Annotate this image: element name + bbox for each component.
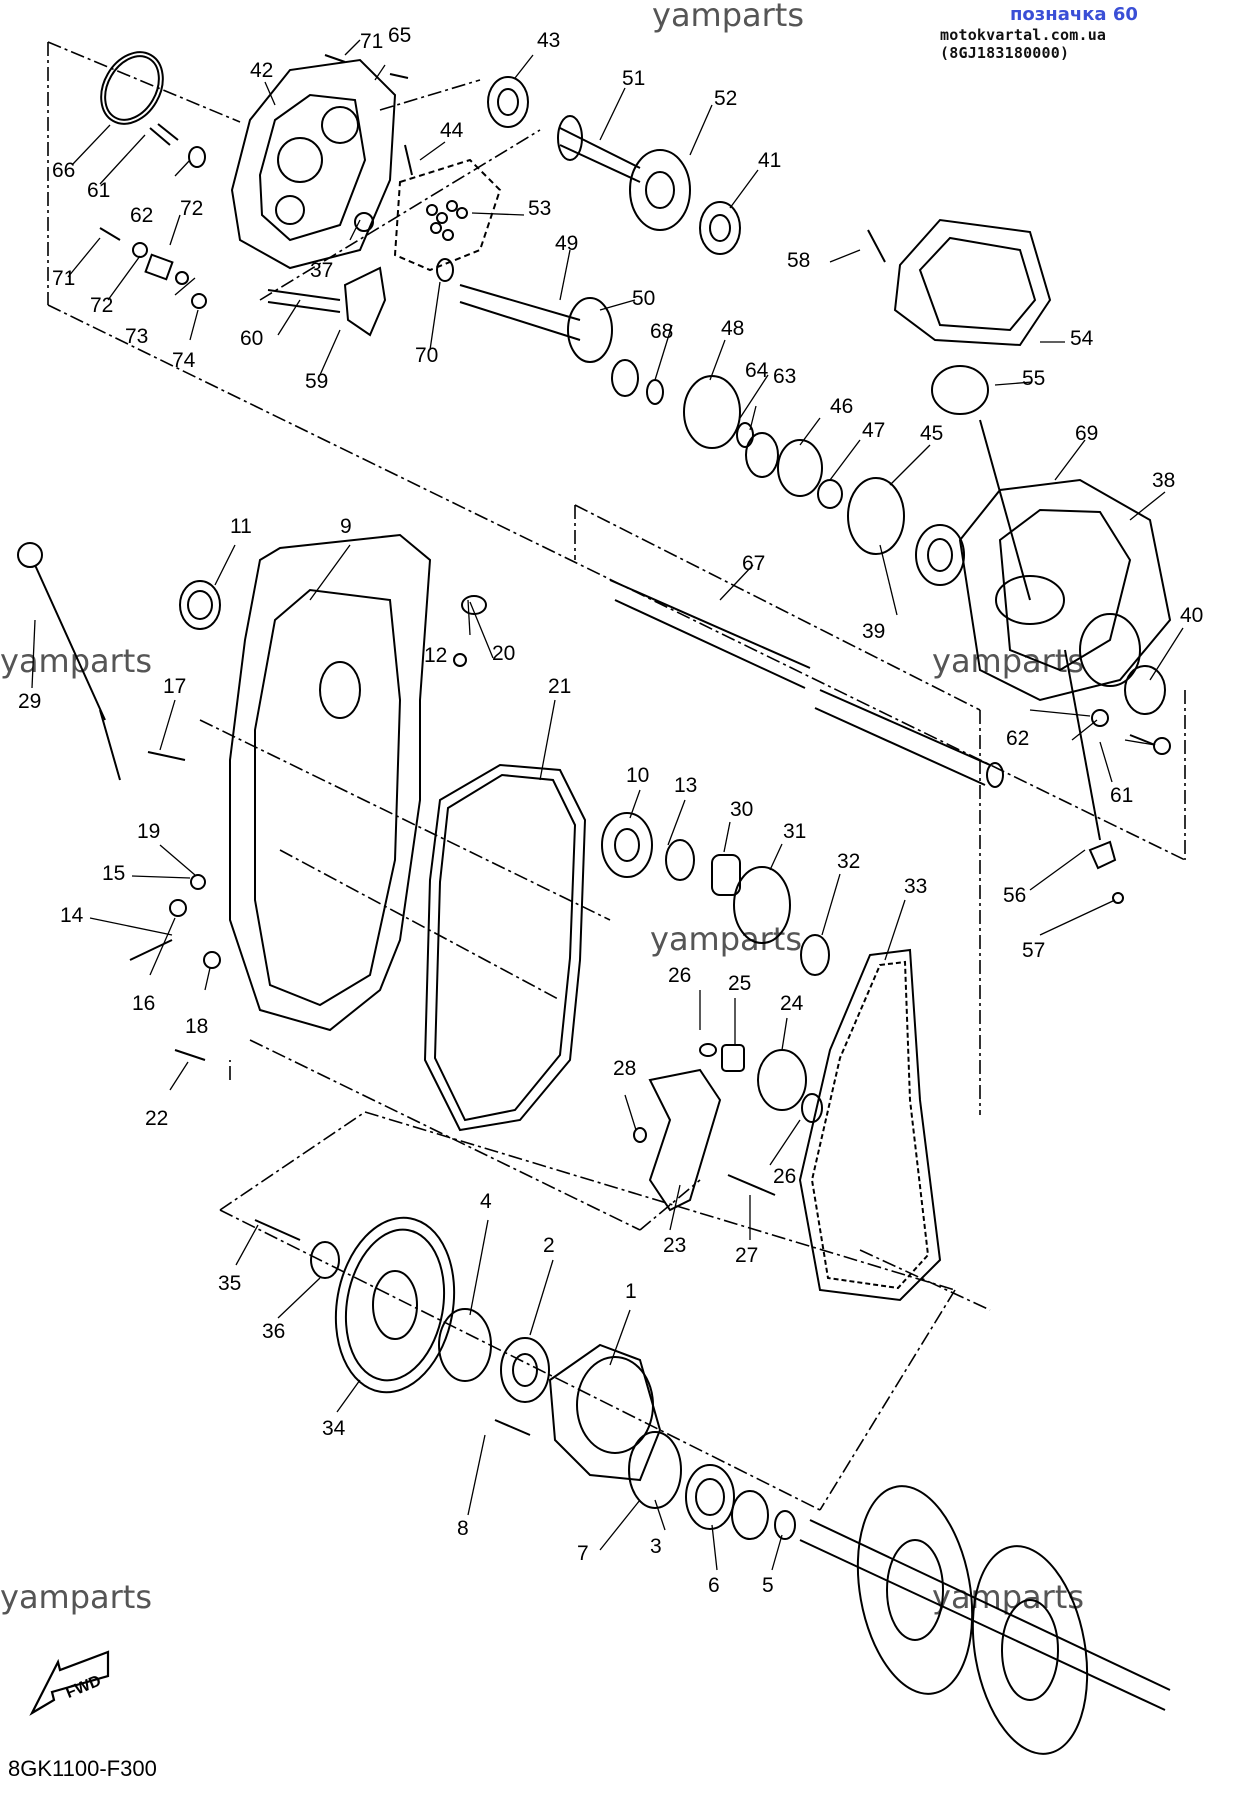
callout: 7: [577, 1542, 589, 1565]
callout: 54: [1070, 327, 1094, 350]
leader-lines: [31, 39, 1184, 1571]
callout: 5: [762, 1574, 774, 1597]
callout: 10: [626, 764, 649, 787]
callout: 41: [758, 149, 781, 172]
callout: 40: [1180, 604, 1203, 627]
callout: 70: [415, 344, 438, 367]
callout: 53: [528, 197, 551, 220]
callout: 18: [185, 1015, 208, 1038]
callout: 20: [492, 642, 515, 665]
callout: 59: [305, 370, 328, 393]
callout: 64: [745, 359, 769, 382]
callout: 60: [240, 327, 263, 350]
callout: 51: [622, 67, 645, 90]
callout: 1: [625, 1280, 637, 1303]
callout: 2: [543, 1234, 555, 1257]
callout: 46: [830, 395, 853, 418]
callout: 31: [783, 820, 806, 843]
callout: 30: [730, 798, 753, 821]
watermark: yamparts: [932, 642, 1085, 680]
callout: 50: [632, 287, 655, 310]
diagram-code: 8GK1100-F300: [8, 1756, 157, 1781]
callout: 39: [862, 620, 885, 643]
callout: 23: [663, 1234, 686, 1257]
callout: 61: [1110, 784, 1133, 807]
callout: 72: [180, 197, 203, 220]
callout: 66: [52, 159, 75, 182]
callout: 45: [920, 422, 943, 445]
callout: 68: [650, 320, 673, 343]
callout: 61: [87, 179, 110, 202]
callout: 71: [360, 30, 383, 53]
callout: 71: [52, 267, 75, 290]
callout: 16: [132, 992, 155, 1015]
callout: 58: [787, 249, 810, 272]
watermark: yamparts: [652, 0, 805, 34]
callout: 24: [780, 992, 804, 1015]
watermark: yamparts: [932, 1578, 1085, 1616]
callout: 9: [340, 515, 352, 538]
watermark: yamparts: [0, 642, 153, 680]
callout: 69: [1075, 422, 1098, 445]
callout: 8: [457, 1517, 469, 1540]
callout: 3: [650, 1535, 662, 1558]
callout: 62: [1006, 727, 1029, 750]
callout: 14: [60, 904, 84, 927]
gearcase-cover: [230, 58, 397, 270]
callout: 49: [555, 232, 578, 255]
callout: 38: [1152, 469, 1175, 492]
callout: 13: [674, 774, 697, 797]
part-callouts: 1 2 3 4 5 6 7 8 9 10 11 12 13 14 15 16 1…: [18, 24, 1203, 1597]
callout: 26: [668, 964, 691, 987]
callout: 44: [440, 119, 464, 142]
callout: 43: [537, 29, 560, 52]
callout: 19: [137, 820, 160, 843]
callout: 63: [773, 365, 796, 388]
callout: 42: [250, 59, 273, 82]
callout: 35: [218, 1272, 241, 1295]
callout: 21: [548, 675, 571, 698]
callout: 27: [735, 1244, 758, 1267]
source-caption: motokvartal.com.ua (8GJ183180000): [940, 26, 1107, 62]
callout: 26: [773, 1165, 796, 1188]
callout: 15: [102, 862, 125, 885]
forward-arrow-icon: FWD: [29, 1650, 110, 1716]
assembly-boundary-lines: [47, 41, 1186, 1511]
callout: 37: [310, 259, 333, 282]
callout: 32: [837, 850, 860, 873]
callout: 34: [322, 1417, 346, 1440]
callout: 47: [862, 419, 885, 442]
watermark: yamparts: [650, 920, 803, 958]
callout: 36: [262, 1320, 285, 1343]
callout: 29: [18, 690, 41, 713]
small-fasteners: [99, 54, 409, 309]
callout: 28: [613, 1057, 636, 1080]
callout: 33: [904, 875, 927, 898]
callout: 4: [480, 1190, 492, 1213]
callout: 52: [714, 87, 737, 110]
callout: 11: [230, 515, 252, 538]
callout: 57: [1022, 939, 1045, 962]
callout: 67: [742, 552, 765, 575]
callout: 56: [1003, 884, 1026, 907]
callout: 22: [145, 1107, 168, 1130]
callout: 55: [1022, 367, 1045, 390]
reference-label: позначка 60: [1010, 4, 1138, 25]
callout: 74: [172, 349, 196, 372]
callout: 12: [424, 644, 447, 667]
callout: 62: [130, 204, 153, 227]
callout: 73: [125, 325, 148, 348]
callout: 25: [728, 972, 751, 995]
callout: 65: [388, 24, 411, 47]
callout: 72: [90, 294, 113, 317]
callout: 17: [163, 675, 186, 698]
callout: 48: [721, 317, 744, 340]
callout: 6: [708, 1574, 720, 1597]
watermark: yamparts: [0, 1578, 153, 1616]
